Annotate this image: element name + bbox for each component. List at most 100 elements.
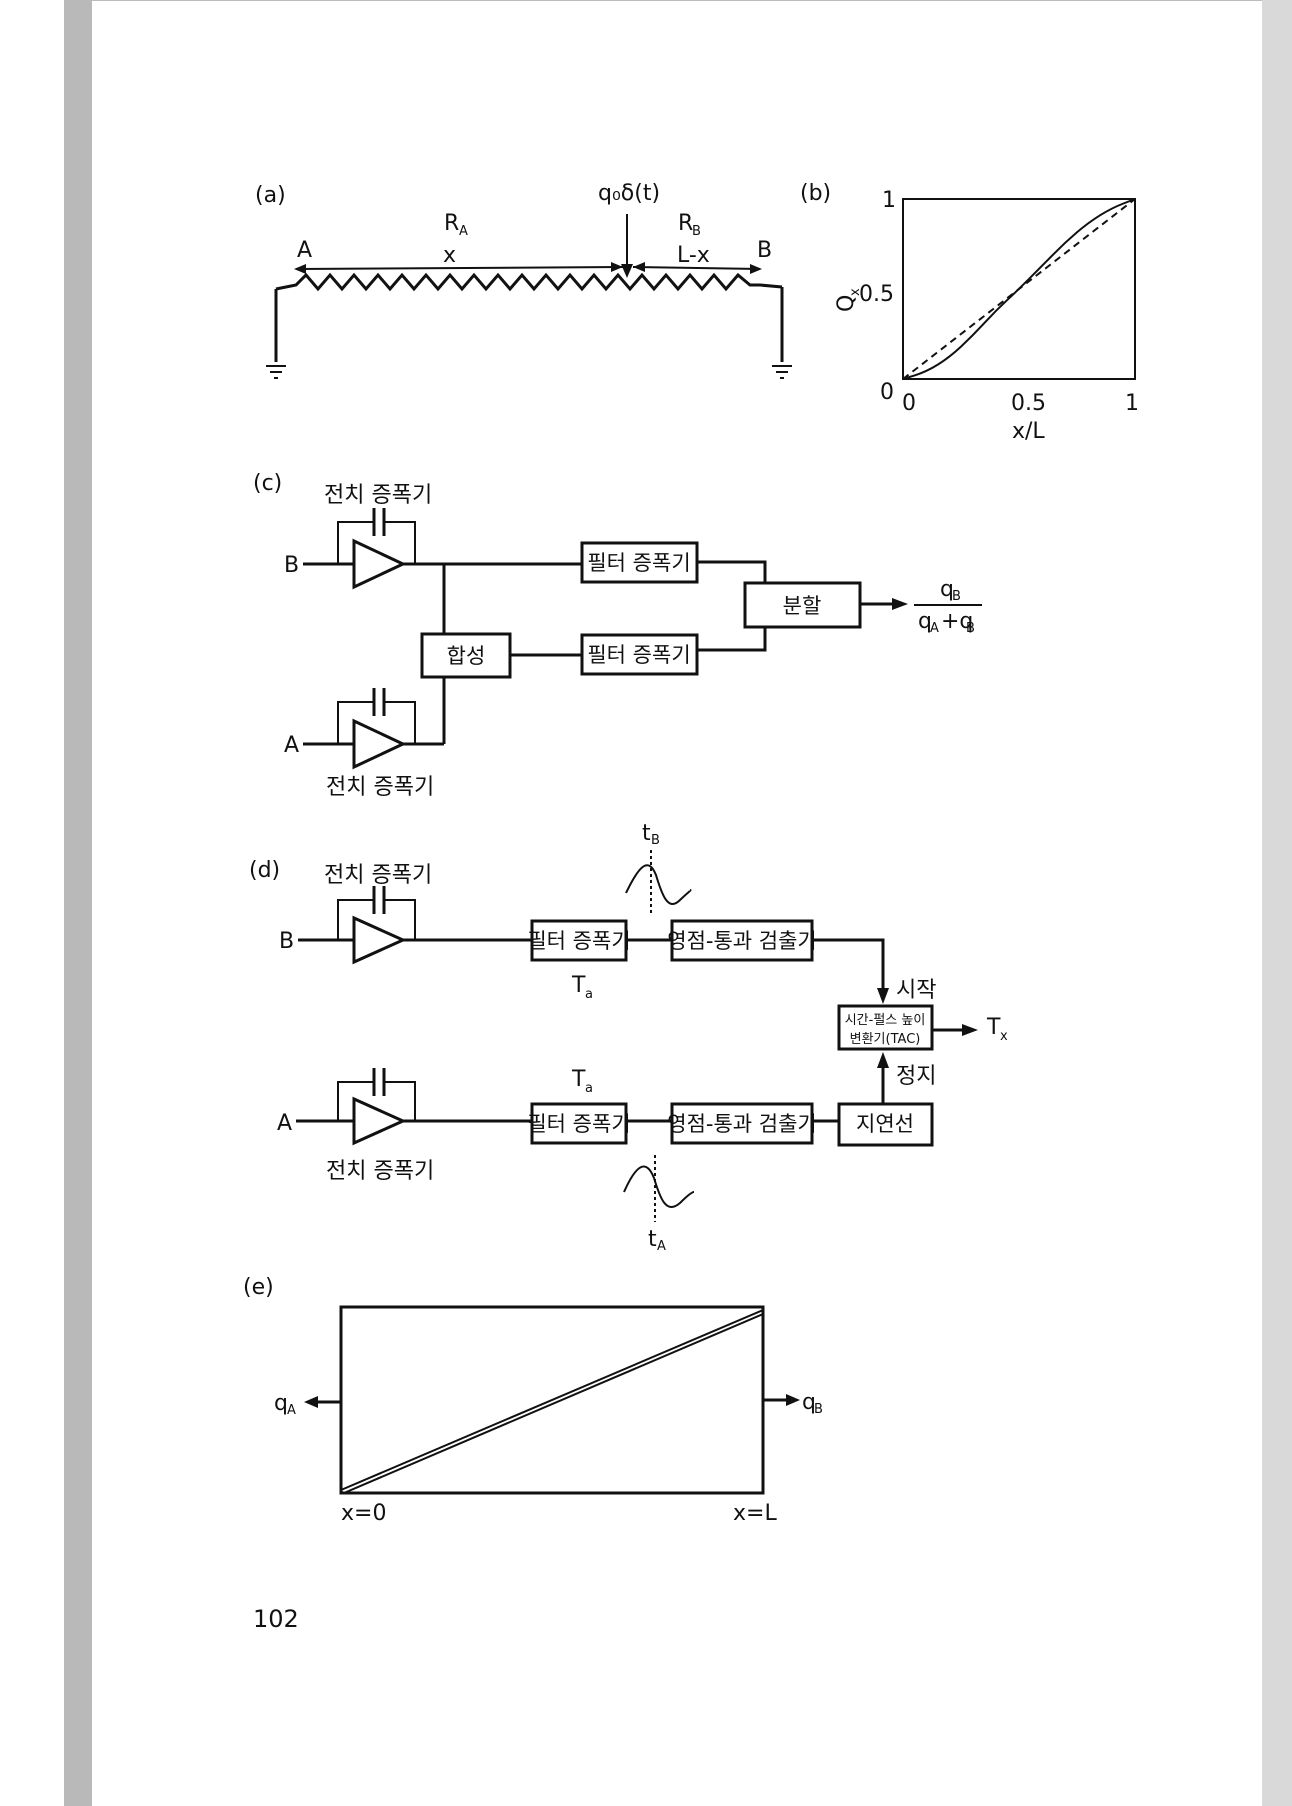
out-den-b-sub: B — [966, 621, 975, 636]
ta-label: t — [648, 1227, 657, 1252]
figure-a: (a) q₀δ(t) R A R B A B x L-x — [255, 181, 792, 379]
x0-label: x=0 — [341, 1501, 386, 1526]
zero-cross-bottom-box — [670, 1102, 814, 1145]
figure-c: (c) 전치 증폭기 B 필터 증폭기 분할 q B q A +q B 합성 필… — [253, 471, 982, 800]
tac-line1: 시간-펄스 높이 — [845, 1013, 926, 1028]
lx-label: L-x — [677, 243, 710, 268]
qa-arrow-icon — [304, 1396, 318, 1408]
sum-box — [420, 632, 512, 679]
fig-b-label: (b) — [800, 181, 831, 206]
ytick-1: 1 — [882, 188, 896, 213]
fig-d-label: (d) — [249, 858, 280, 883]
preamp-top-d-triangle-icon — [352, 915, 407, 965]
filter-amp-bottom-label: 필터 증폭기 — [587, 643, 690, 667]
fig-a-label: (a) — [255, 183, 286, 208]
filter-amp-top-d-label: 필터 증폭기 — [527, 929, 630, 953]
figure-e: (e) q A q B x=0 x=L — [243, 1275, 823, 1526]
tb-sub: B — [651, 833, 660, 848]
tx-sub: x — [1000, 1029, 1008, 1044]
input-b-label: B — [284, 553, 299, 578]
end-a-label: A — [297, 238, 312, 263]
filter-amp-bottom-box — [580, 633, 699, 676]
sum-box-label: 합성 — [447, 644, 486, 668]
preamp-bottom-label-d: 전치 증폭기 — [326, 1159, 434, 1184]
page-right-edge — [1262, 0, 1292, 1806]
fig-c-label: (c) — [253, 471, 282, 496]
tx-arrow-icon — [962, 1024, 978, 1036]
fig-e-label: (e) — [243, 1275, 274, 1300]
xl-label: x=L — [733, 1501, 777, 1526]
y-axis-sub: x — [848, 288, 863, 296]
filter-amp-top-label: 필터 증폭기 — [587, 551, 690, 575]
divide-box-label: 분할 — [783, 594, 822, 618]
input-b-label-d: B — [279, 929, 294, 954]
qb-sub: B — [814, 1402, 823, 1417]
series-solid-line — [902, 198, 1136, 380]
preamp-top-label-d: 전치 증폭기 — [324, 863, 432, 888]
x-axis-label: x/L — [1012, 419, 1045, 444]
rb-label: R — [678, 211, 693, 236]
ra-label: R — [444, 211, 459, 236]
x-label: x — [443, 243, 456, 268]
rb-sub: B — [692, 224, 701, 239]
tac-line2: 변환기(TAC) — [850, 1032, 921, 1047]
qb-arrow-icon — [786, 1394, 800, 1406]
zero-cross-top-label: 영점-통과 검출기 — [667, 929, 817, 953]
delay-line-label: 지연선 — [856, 1112, 914, 1136]
preamp-top-triangle-icon — [352, 538, 407, 590]
filter-amp-bottom-d-box — [530, 1102, 628, 1145]
qa-sub: A — [287, 1403, 296, 1418]
ra-sub: A — [459, 224, 468, 239]
tx-label: T — [986, 1015, 1001, 1040]
charge-label: q₀δ(t) — [598, 181, 660, 206]
preamp-top-label: 전치 증폭기 — [324, 483, 432, 508]
filter-amp-top-box — [580, 541, 699, 584]
out-den-a-sub: A — [930, 621, 939, 636]
input-a-label: A — [284, 733, 299, 758]
preamp-bottom-triangle-icon — [352, 718, 407, 770]
qb-label: q — [802, 1390, 816, 1415]
charge-arrow-icon — [621, 264, 633, 278]
tac-box — [837, 1004, 934, 1051]
ta-bottom: T — [571, 1067, 586, 1092]
input-a-label-d: A — [277, 1111, 292, 1136]
preamp-bottom-d-triangle-icon — [352, 1096, 407, 1146]
end-b-label: B — [757, 238, 772, 263]
out-den-a: q — [918, 609, 932, 634]
series-dashed-line — [902, 198, 1136, 380]
xtick-0-5: 0.5 — [1011, 391, 1046, 416]
stop-label: 정지 — [896, 1064, 936, 1089]
stop-arrow-icon — [877, 1052, 889, 1068]
plot-frame — [902, 198, 1136, 380]
waveform-b — [625, 864, 692, 905]
xtick-0: 0 — [902, 391, 916, 416]
start-arrow-icon — [877, 988, 889, 1004]
filter-amp-bottom-d-label: 필터 증폭기 — [527, 1112, 630, 1136]
divide-box — [743, 581, 862, 629]
waveform-a — [623, 1165, 695, 1208]
y-axis-label: Q — [834, 295, 859, 312]
ta-sub: A — [657, 1239, 666, 1254]
ytick-0: 0 — [880, 380, 894, 405]
filter-amp-top-d-box — [530, 919, 628, 962]
ta-bottom-sub: a — [585, 1081, 593, 1096]
out-den-plus: +q — [941, 609, 973, 634]
ta-top-sub: a — [585, 987, 593, 1002]
figure-d: (d) 전치 증폭기 B 필터 증폭기 T a 영점-통과 검출기 시작 t B… — [249, 821, 1008, 1254]
out-num-sub: B — [952, 589, 961, 604]
ta-top: T — [571, 973, 586, 998]
figure-b: (b) 1 0.5 0 0 0.5 1 x/L Q x — [800, 181, 1139, 444]
out-num: q — [940, 577, 954, 602]
qa-label: q — [274, 1391, 288, 1416]
tb-label: t — [642, 821, 651, 846]
zero-cross-bottom-label: 영점-통과 검출기 — [667, 1112, 817, 1136]
output-arrow-icon — [892, 598, 908, 610]
delay-line-box — [837, 1102, 934, 1147]
preamp-bottom-label: 전치 증폭기 — [326, 775, 434, 800]
xtick-1: 1 — [1125, 391, 1139, 416]
resistor-zigzag — [275, 272, 783, 292]
ytick-0-5: 0.5 — [859, 282, 894, 307]
page-number: 102 — [253, 1605, 299, 1633]
start-label: 시작 — [896, 978, 936, 1003]
